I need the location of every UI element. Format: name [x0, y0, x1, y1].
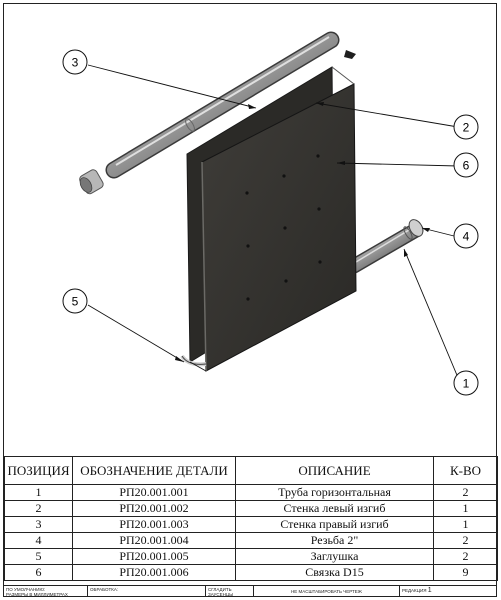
lower-tube: [346, 219, 424, 274]
position-cell: 4: [4, 532, 73, 549]
quantity-cell: 2: [433, 532, 498, 549]
description-cell: Труба горизонтальная: [235, 484, 434, 501]
designation-cell: РП20.001.003: [72, 516, 236, 533]
balloon-2: 2: [453, 114, 479, 140]
table-row: 6 РП20.001.006 Связка D15 9: [4, 564, 498, 581]
tie-part-icon: [344, 50, 356, 59]
position-cell: 2: [4, 500, 73, 517]
description-cell: Связка D15: [235, 564, 434, 581]
balloon-1: 1: [453, 370, 479, 396]
position-cell: 6: [4, 564, 73, 581]
quantity-cell: 2: [433, 484, 498, 501]
quantity-cell: 9: [433, 564, 498, 581]
balloon-3: 3: [62, 49, 88, 75]
quantity-cell: 1: [433, 516, 498, 533]
assembly-drawing: 3 2 6 4 5 1: [62, 31, 479, 396]
default-notes: ПО УМОЛЧАНИЮ: РАЗМЕРЫ В МИЛЛИМЕТРАХ: [4, 586, 88, 597]
table-row: 3 РП20.001.003 Стенка правый изгиб 1: [4, 516, 498, 533]
quantity-cell: 2: [433, 548, 498, 565]
svg-text:1: 1: [463, 377, 470, 391]
description-header: ОПИСАНИЕ: [235, 456, 434, 485]
designation-cell: РП20.001.001: [72, 484, 236, 501]
table-row: 1 РП20.001.001 Труба горизонтальная 2: [4, 484, 498, 501]
right-bend-wall: [201, 83, 357, 372]
table-row: 4 РП20.001.004 Резьба 2" 2: [4, 532, 498, 549]
designation-cell: РП20.001.004: [72, 532, 236, 549]
quantity-header: К-ВО: [433, 456, 498, 485]
end-cap: [79, 169, 104, 195]
svg-text:2: 2: [463, 121, 470, 135]
bom-header-row: ПОЗИЦИЯ ОБОЗНАЧЕНИЕ ДЕТАЛИ ОПИСАНИЕ К-ВО: [4, 456, 498, 485]
svg-text:4: 4: [463, 230, 470, 244]
position-cell: 5: [4, 548, 73, 565]
drawing-frame: [3, 3, 497, 597]
svg-text:5: 5: [72, 295, 79, 309]
no-scale-note: НЕ МАСШТАБИРОВАТЬ ЧЕРТЕЖ: [254, 586, 400, 597]
balloon-6: 6: [453, 152, 479, 178]
designation-cell: РП20.001.002: [72, 500, 236, 517]
designation-cell: РП20.001.006: [72, 564, 236, 581]
processing-note: ОБРАБОТКА:: [88, 586, 206, 597]
designation-header: ОБОЗНАЧЕНИЕ ДЕТАЛИ: [72, 456, 236, 485]
description-cell: Стенка правый изгиб: [235, 516, 434, 533]
quantity-cell: 1: [433, 500, 498, 517]
tie-holes: [245, 154, 322, 301]
deburr-note: СГЛАДИТЬ ЗАУСЕНЦЫ: [206, 586, 254, 597]
position-header: ПОЗИЦИЯ: [4, 456, 73, 485]
table-row: 5 РП20.001.005 Заглушка 2: [4, 548, 498, 565]
svg-text:6: 6: [463, 159, 470, 173]
svg-text:3: 3: [72, 56, 79, 70]
balloon-4: 4: [453, 223, 479, 249]
position-cell: 3: [4, 516, 73, 533]
title-block: ПО УМОЛЧАНИЮ: РАЗМЕРЫ В МИЛЛИМЕТРАХ ОБРА…: [4, 585, 496, 597]
description-cell: Резьба 2": [235, 532, 434, 549]
designation-cell: РП20.001.005: [72, 548, 236, 565]
description-cell: Заглушка: [235, 548, 434, 565]
balloon-5: 5: [62, 288, 88, 314]
table-row: 2 РП20.001.002 Стенка левый изгиб 1: [4, 500, 498, 517]
bill-of-materials: ПОЗИЦИЯ ОБОЗНАЧЕНИЕ ДЕТАЛИ ОПИСАНИЕ К-ВО…: [4, 456, 498, 581]
description-cell: Стенка левый изгиб: [235, 500, 434, 517]
position-cell: 1: [4, 484, 73, 501]
upper-tube: [105, 31, 340, 179]
revision-field: РЕДАКЦИЯ 1: [402, 587, 432, 594]
